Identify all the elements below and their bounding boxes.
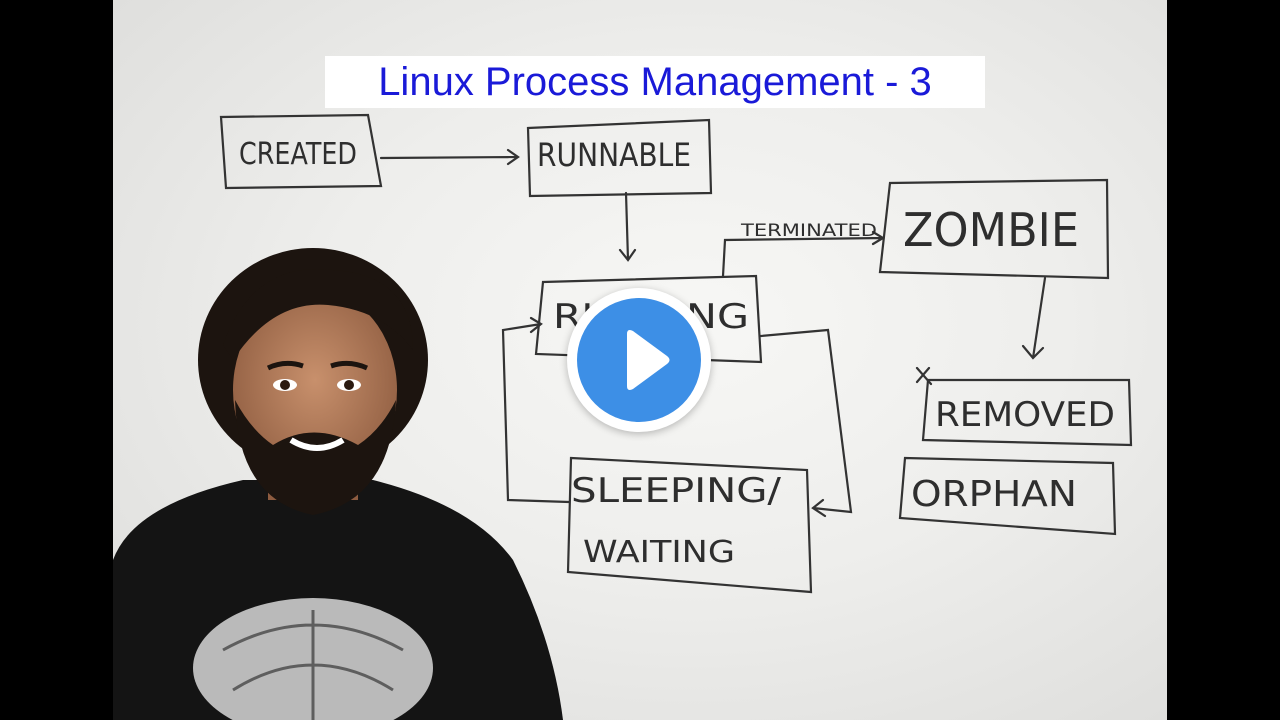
orphan-box bbox=[898, 456, 1117, 536]
arrow-running-zombie bbox=[721, 230, 886, 278]
sleeping-label-line2: WAITING bbox=[583, 535, 735, 570]
runnable-label: RUNNABLE bbox=[537, 136, 691, 174]
removed-label: REMOVED bbox=[935, 395, 1115, 435]
x-mark bbox=[915, 366, 933, 386]
video-title: Linux Process Management - 3 bbox=[378, 59, 932, 104]
created-label: CREATED bbox=[239, 137, 357, 172]
sleeping-box bbox=[566, 456, 813, 594]
zombie-label: ZOMBIE bbox=[903, 203, 1079, 257]
runnable-box bbox=[526, 118, 713, 198]
created-box bbox=[219, 113, 383, 190]
removed-box bbox=[921, 378, 1133, 447]
presenter bbox=[113, 248, 563, 720]
video-title-banner: Linux Process Management - 3 bbox=[325, 56, 985, 108]
play-button[interactable] bbox=[567, 288, 711, 432]
arrow-runnable-running bbox=[618, 191, 637, 262]
running-box bbox=[534, 274, 763, 364]
arrow-zombie-removed bbox=[1021, 276, 1047, 360]
face bbox=[233, 290, 397, 490]
zombie-box bbox=[878, 178, 1110, 280]
arrow-created-runnable bbox=[379, 148, 520, 166]
play-button-circle bbox=[577, 298, 701, 422]
play-icon bbox=[627, 330, 670, 390]
video-frame: CREATED RUNNABLE RUNNING TERMINATED ZOMB… bbox=[113, 0, 1167, 720]
beard bbox=[235, 400, 396, 515]
orphan-label: ORPHAN bbox=[911, 474, 1077, 515]
terminated-label: TERMINATED bbox=[740, 221, 877, 241]
arrow-running-sleeping bbox=[759, 328, 853, 518]
arrow-sleeping-running bbox=[501, 316, 571, 504]
sleeping-label-line1: SLEEPING/ bbox=[571, 471, 782, 511]
